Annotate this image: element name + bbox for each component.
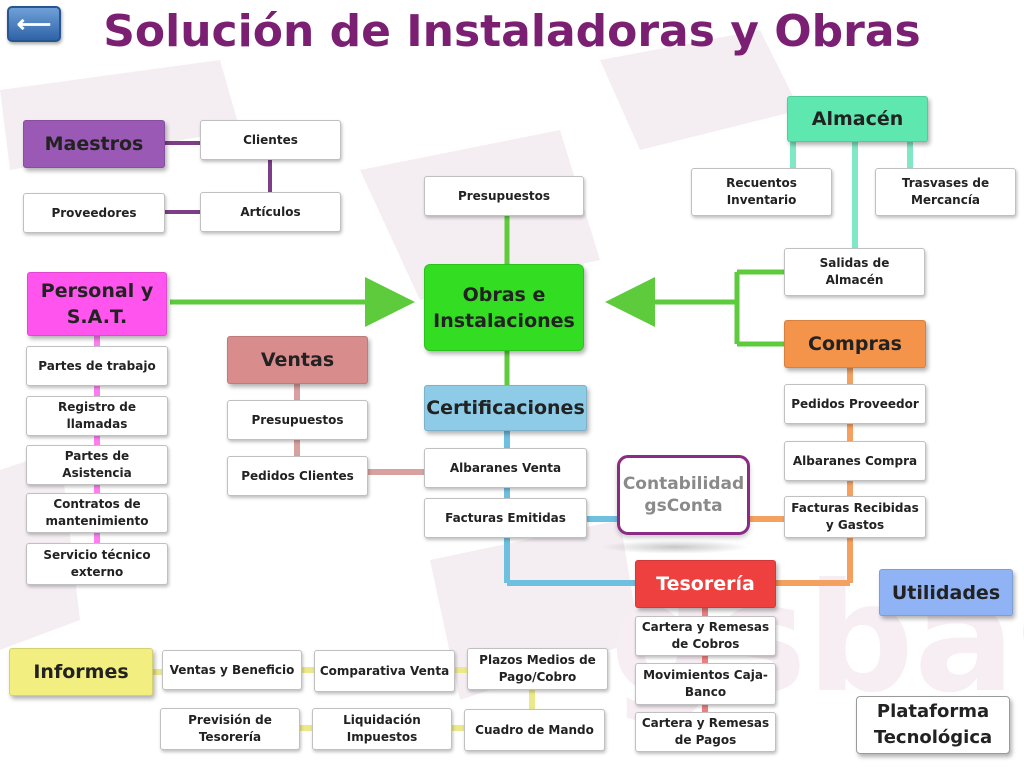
facturas-recibidas-box[interactable]: Facturas Recibidas y Gastos [784, 496, 926, 538]
obras-instalaciones-header[interactable]: Obras e Instalaciones [424, 264, 584, 351]
albaranes-compra-box[interactable]: Albaranes Compra [784, 441, 926, 481]
compras-header[interactable]: Compras [784, 320, 926, 368]
registro-llamadas-box[interactable]: Registro de llamadas [26, 396, 168, 436]
tesoreria-header[interactable]: Tesorería [635, 560, 776, 608]
partes-trabajo-box[interactable]: Partes de trabajo [26, 346, 168, 386]
albaranes-venta-box[interactable]: Albaranes Venta [424, 448, 587, 488]
cartera-pagos-box[interactable]: Cartera y Remesas de Pagos [635, 712, 776, 752]
prevision-tesoreria-box[interactable]: Previsión de Tesorería [160, 708, 300, 750]
movimientos-caja-banco-box[interactable]: Movimientos Caja-Banco [635, 663, 776, 705]
servicio-tecnico-box[interactable]: Servicio técnico externo [26, 543, 168, 585]
articulos-box[interactable]: Artículos [200, 192, 341, 232]
recuentos-inventario-box[interactable]: Recuentos Inventario [691, 168, 832, 216]
contratos-mantenimiento-box[interactable]: Contratos de mantenimiento [26, 493, 168, 533]
plataforma-tecnologica-box[interactable]: Plataforma Tecnológica [856, 696, 1010, 754]
personal-sat-header[interactable]: Personal y S.A.T. [27, 272, 167, 336]
salidas-almacen-box[interactable]: Salidas de Almacén [784, 248, 925, 296]
clientes-box[interactable]: Clientes [200, 120, 341, 160]
liquidacion-impuestos-box[interactable]: Liquidación Impuestos [312, 708, 452, 750]
ventas-beneficio-box[interactable]: Ventas y Beneficio [162, 650, 302, 690]
facturas-emitidas-box[interactable]: Facturas Emitidas [424, 498, 587, 538]
comparativa-venta-box[interactable]: Comparativa Venta [314, 650, 455, 692]
certificaciones-header[interactable]: Certificaciones [424, 385, 587, 431]
page-title: Solución de Instaladoras y Obras [103, 6, 921, 57]
utilidades-header[interactable]: Utilidades [879, 569, 1013, 616]
obras-presupuestos-box[interactable]: Presupuestos [424, 176, 584, 216]
partes-asistencia-box[interactable]: Partes de Asistencia [26, 445, 168, 485]
trasvases-mercancia-box[interactable]: Trasvases de Mercancía [875, 168, 1016, 216]
cuadro-mando-box[interactable]: Cuadro de Mando [464, 709, 605, 751]
ventas-presupuestos-box[interactable]: Presupuestos [227, 400, 368, 440]
contabilidad-shadow [600, 540, 750, 554]
cartera-cobros-box[interactable]: Cartera y Remesas de Cobros [635, 616, 776, 656]
contabilidad-gsconta-box[interactable]: Contabilidad gsConta [617, 455, 750, 535]
pedidos-proveedor-box[interactable]: Pedidos Proveedor [784, 384, 926, 424]
informes-header[interactable]: Informes [9, 648, 153, 696]
pedidos-clientes-box[interactable]: Pedidos Clientes [227, 456, 368, 496]
back-arrow-icon[interactable]: ⟵ [7, 6, 61, 42]
almacen-header[interactable]: Almacén [787, 96, 928, 142]
ventas-header[interactable]: Ventas [227, 336, 368, 384]
plazos-medios-box[interactable]: Plazos Medios de Pago/Cobro [467, 648, 608, 690]
maestros-header[interactable]: Maestros [23, 120, 165, 168]
proveedores-box[interactable]: Proveedores [23, 193, 165, 233]
